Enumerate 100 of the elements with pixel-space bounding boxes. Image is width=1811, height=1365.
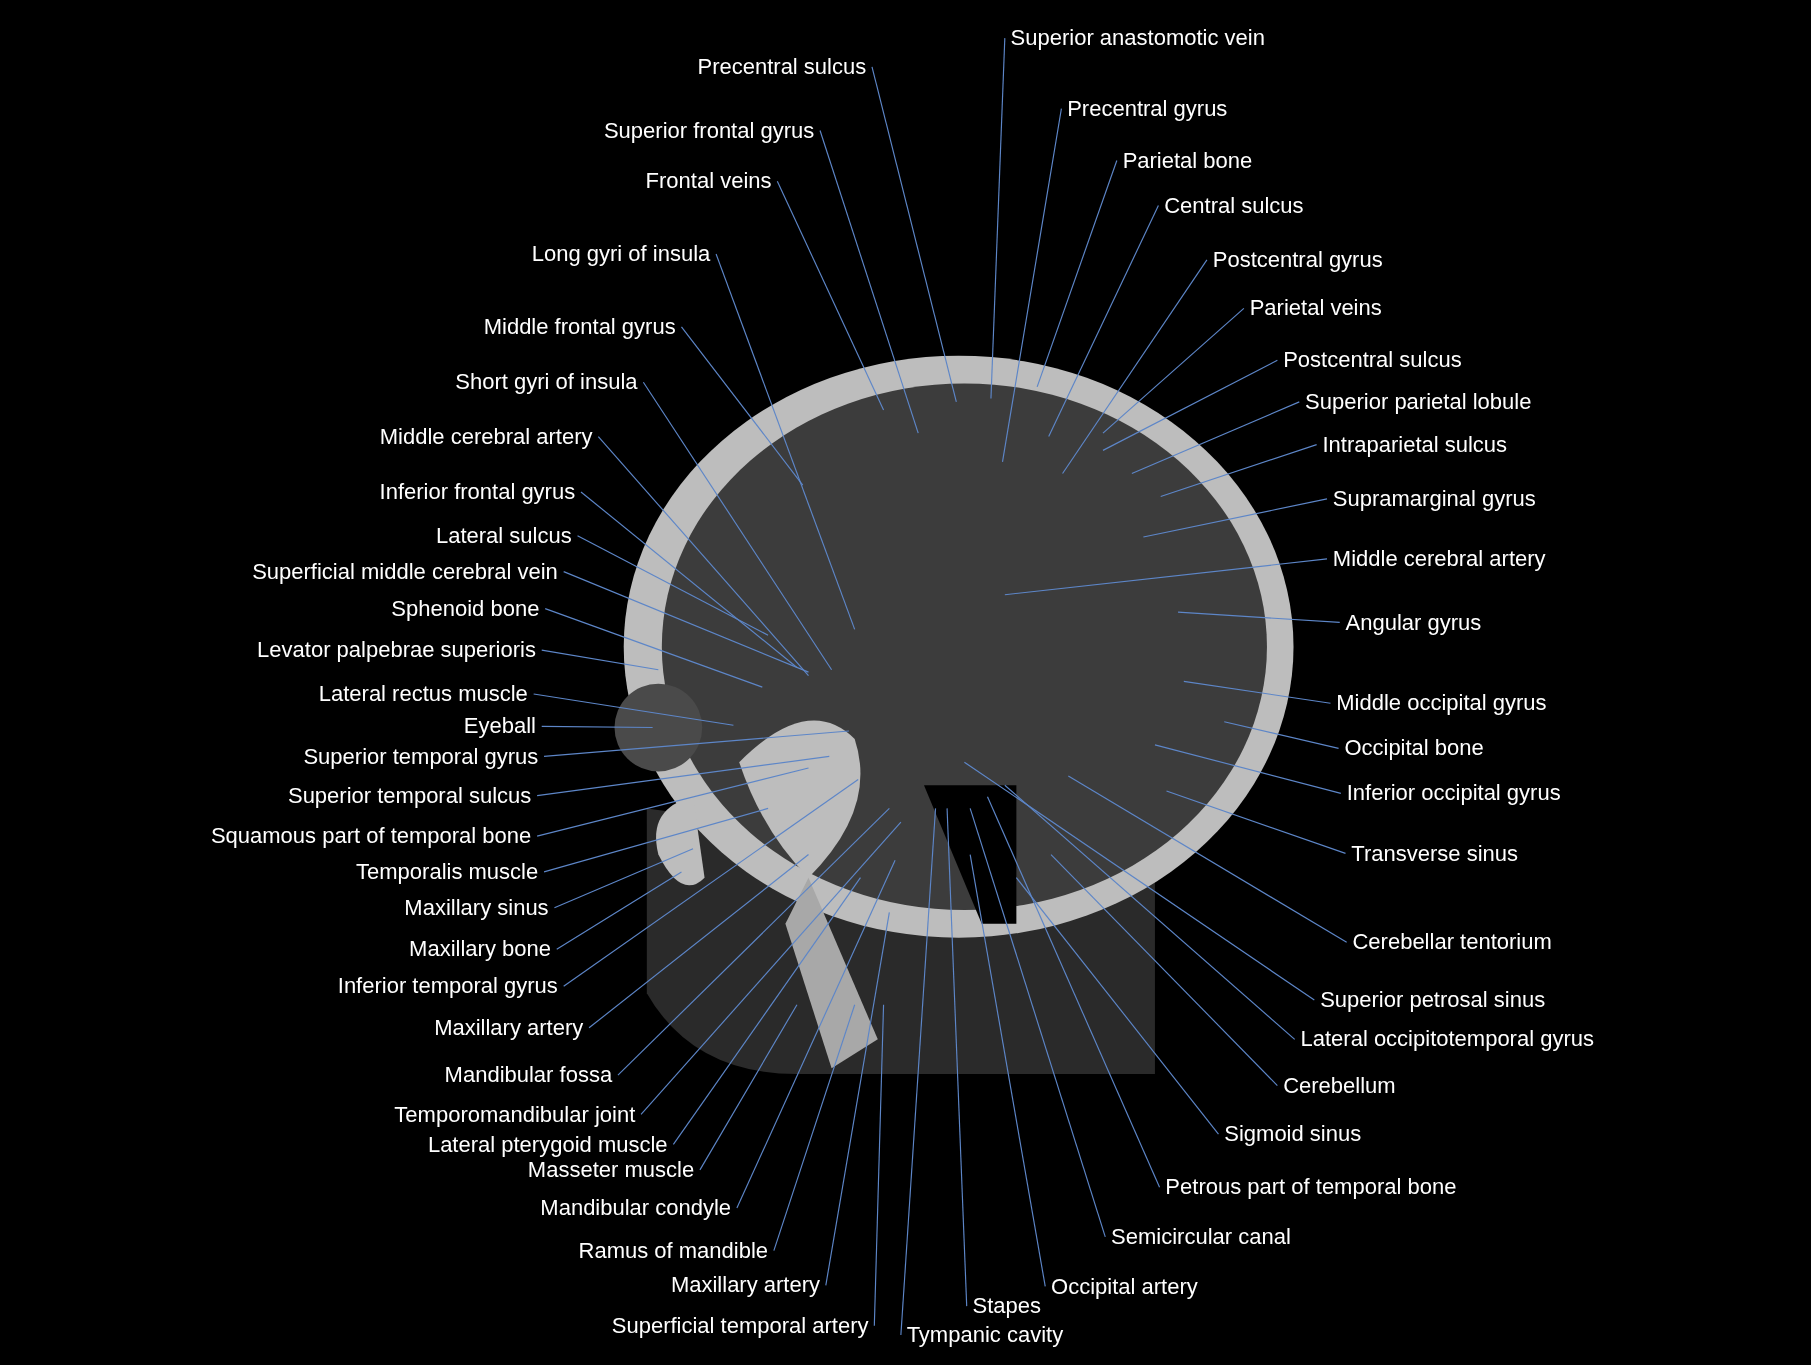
structure-label: Semicircular canal [1111,1223,1291,1250]
leader-line [617,807,890,1076]
leader-line [1001,107,1062,463]
structure-label: Angular gyrus [1345,609,1482,636]
structure-label: Lateral rectus muscle [318,681,528,708]
structure-label: Central sulcus [1164,192,1304,219]
leader-line [825,911,890,1286]
leader-line [699,1004,798,1171]
leader-line [900,807,937,1336]
structure-label: Precentral gyrus [1067,95,1228,122]
leader-line [969,807,1106,1238]
leader-line [1048,205,1159,438]
structure-label: Lateral sulcus [435,522,572,549]
structure-label: Superior temporal sulcus [287,782,532,809]
structure-label: Temporomandibular joint [394,1101,636,1128]
leader-line [1223,721,1340,749]
leader-line [1062,259,1208,475]
structure-label: Inferior occipital gyrus [1346,780,1561,807]
structure-label: Middle frontal gyrus [483,313,676,340]
structure-label: Petrous part of temporal bone [1165,1174,1457,1201]
leader-line [969,854,1046,1288]
leader-line [541,649,659,671]
leader-line [563,571,810,673]
leader-line [556,871,683,950]
structure-label: Ramus of mandible [578,1237,769,1264]
leader-line [544,608,763,688]
leader-line [1154,744,1342,794]
structure-label: Maxillary artery [670,1272,821,1299]
structure-label: Supramarginal gyrus [1332,485,1536,512]
structure-label: Superficial temporal artery [611,1312,869,1339]
leader-line [819,129,919,434]
leader-line [873,1004,885,1327]
leader-line [946,807,968,1307]
structure-label: Mandibular fossa [444,1062,613,1089]
structure-label: Precentral sulcus [697,54,867,80]
leader-line [536,755,830,797]
structure-label: Inferior temporal gyrus [337,973,558,1000]
leader-line [1015,877,1220,1135]
leader-line [536,767,810,837]
leader-line [1004,784,1296,1040]
structure-label: Levator palpebrae superioris [257,637,536,664]
structure-label: Masseter muscle [527,1157,695,1183]
leader-line [963,761,1315,1001]
structure-label: Intraparietal sulcus [1322,431,1508,458]
structure-label: Stapes [972,1293,1041,1320]
leader-line [1160,444,1318,498]
structure-label: Middle cerebral artery [379,423,593,450]
leader-line [553,848,694,909]
leader-line [642,381,833,671]
structure-label: Postcentral sulcus [1283,347,1462,374]
leader-line [1036,159,1118,388]
structure-label: Inferior frontal gyrus [379,479,576,505]
structure-label: Postcentral gyrus [1212,246,1383,273]
structure-label: Short gyri of insula [455,369,638,396]
leader-line [597,435,810,677]
leader-line [672,877,862,1145]
structure-label: Maxillary bone [409,936,551,963]
structure-label: Occipital artery [1051,1273,1198,1300]
leader-line [533,693,734,726]
structure-label: Mandibular condyle [540,1195,732,1222]
structure-label: Parietal veins [1249,295,1382,322]
leader-line [736,859,896,1209]
structure-label: Superior frontal gyrus [603,117,815,144]
structure-label: Parietal bone [1122,147,1253,174]
structure-label: Middle occipital gyrus [1336,690,1547,717]
leader-line [776,180,885,411]
structure-label: Lateral pterygoid muscle [427,1131,668,1158]
leader-line [1102,307,1245,434]
structure-label: Maxillary artery [434,1014,584,1041]
structure-label: Sigmoid sinus [1224,1121,1362,1148]
structure-label: Squamous part of temporal bone [210,823,532,850]
structure-label: Superior anastomotic vein [1010,25,1265,52]
structure-label: Cerebellar tentorium [1352,929,1552,956]
leader-line [1050,854,1278,1087]
structure-label: Superior temporal gyrus [303,743,539,770]
structure-label: Superior parietal lobule [1305,388,1532,415]
leader-line [543,807,769,873]
leader-line [715,253,856,630]
leader-line [680,326,804,486]
structure-label: Superficial middle cerebral vein [252,558,558,585]
leader-line [1142,498,1328,538]
structure-label: Superior petrosal sinus [1320,987,1546,1014]
leader-line [588,854,810,1029]
leader-line [1004,558,1328,596]
structure-label: Temporalis muscle [356,859,539,885]
leader-line [871,66,957,403]
leader-line [1102,359,1278,451]
structure-label: Lateral occipitotemporal gyrus [1300,1026,1594,1053]
leader-line [563,778,859,987]
structure-label: Long gyri of insula [531,241,711,268]
leader-line [543,730,850,757]
leader-line [990,37,1006,399]
leader-line [541,725,654,729]
leader-line [576,535,769,636]
structure-label: Tympanic cavity [906,1322,1064,1349]
structure-label: Frontal veins [645,168,772,195]
structure-label: Middle cerebral artery [1332,546,1546,572]
leader-line [580,491,798,669]
leader-line [773,1004,856,1252]
structure-label: Transverse sinus [1351,840,1518,867]
